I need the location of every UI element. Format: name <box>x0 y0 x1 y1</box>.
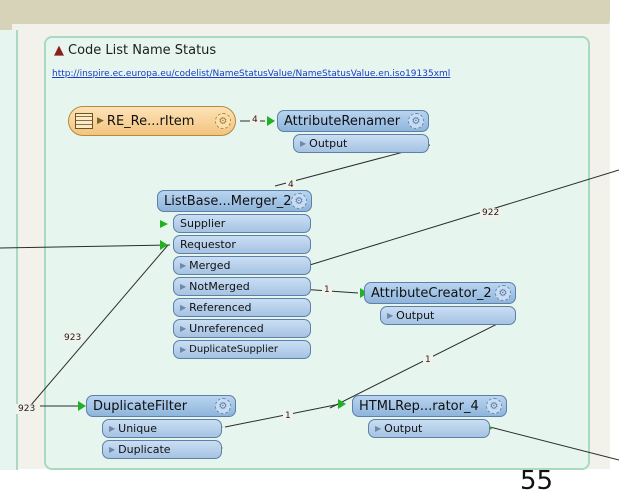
port-label: Merged <box>189 259 231 272</box>
bookmark-icon: ▲ <box>54 42 64 58</box>
port-duplicatesupplier[interactable]: ▶DuplicateSupplier <box>173 340 311 359</box>
link-unique-reporter <box>224 403 341 428</box>
list-merger-label: ListBase...Merger_2 <box>164 193 292 209</box>
attribute-creator-label: AttributeCreator_2 <box>371 285 492 301</box>
link-merged-out <box>299 169 619 269</box>
port-label: Duplicate <box>118 443 171 456</box>
count-label-1b: 1 <box>283 411 293 421</box>
attribute-renamer-label: AttributeRenamer <box>284 113 401 129</box>
port-output[interactable]: ▶ Output <box>368 419 490 438</box>
html-reporter-node[interactable]: HTMLRep...rator_4 ⚙ ▶ Output <box>352 395 507 438</box>
link-left-to-requestor <box>24 244 169 413</box>
list-merger-node[interactable]: ListBase...Merger_2 ⚙ Supplier Requestor… <box>157 190 312 359</box>
port-label: Requestor <box>180 238 236 251</box>
port-label: Supplier <box>180 217 226 230</box>
gear-icon[interactable]: ⚙ <box>291 193 307 209</box>
link-left-feed <box>0 244 171 249</box>
port-label: Output <box>384 422 423 435</box>
expand-arrow-icon: ▶ <box>180 345 187 354</box>
link-reporter-out <box>489 426 619 461</box>
duplicate-filter-node[interactable]: DuplicateFilter ⚙ ▶Unique ▶Duplicate <box>86 395 236 459</box>
expand-arrow-icon: ▶ <box>109 424 116 433</box>
gear-icon[interactable]: ⚙ <box>408 113 424 129</box>
attribute-renamer-node[interactable]: AttributeRenamer ⚙ ▶ Output <box>277 110 429 153</box>
port-label: Output <box>396 309 435 322</box>
gear-icon[interactable]: ⚙ <box>486 398 502 414</box>
table-icon <box>75 113 93 129</box>
port-duplicate[interactable]: ▶Duplicate <box>102 440 222 459</box>
expand-arrow-icon: ▶ <box>180 303 187 312</box>
port-unique[interactable]: ▶Unique <box>102 419 222 438</box>
page-number: 55 <box>520 466 554 496</box>
port-merged[interactable]: ▶Merged <box>173 256 311 275</box>
port-label: NotMerged <box>189 280 250 293</box>
reader-label: RE_Re...rItem <box>106 113 195 129</box>
expand-arrow-icon: ▶ <box>387 311 394 320</box>
reader-header[interactable]: ▶ RE_Re...rItem ⚙ <box>68 106 236 136</box>
expand-arrow-icon: ▶ <box>180 282 187 291</box>
count-label-923b: 923 <box>16 404 38 414</box>
expand-arrow-icon: ▶ <box>109 445 116 454</box>
left-bookmark-edge <box>0 30 18 470</box>
expand-arrow-icon: ▶ <box>375 424 382 433</box>
port-output[interactable]: ▶ Output <box>293 134 429 153</box>
bookmark-header[interactable]: ▲ Code List Name Status <box>46 38 588 62</box>
count-label-4a: 4 <box>250 115 260 125</box>
gear-icon[interactable]: ⚙ <box>215 113 231 129</box>
bookmark-title: Code List Name Status <box>68 42 217 58</box>
html-reporter-label: HTMLRep...rator_4 <box>359 398 479 414</box>
port-unreferenced[interactable]: ▶Unreferenced <box>173 319 311 338</box>
port-label: Referenced <box>189 301 252 314</box>
count-label-4b: 4 <box>286 180 296 190</box>
count-label-1c: 1 <box>423 355 433 365</box>
expand-arrow-icon: ▶ <box>97 116 104 126</box>
port-supplier[interactable]: Supplier <box>173 214 311 233</box>
attribute-renamer-header[interactable]: AttributeRenamer ⚙ <box>277 110 429 132</box>
reader-node[interactable]: ▶ RE_Re...rItem ⚙ <box>68 106 236 136</box>
expand-arrow-icon: ▶ <box>180 324 187 333</box>
html-reporter-header[interactable]: HTMLRep...rator_4 ⚙ <box>352 395 507 417</box>
port-label: Unreferenced <box>189 322 264 335</box>
duplicate-filter-header[interactable]: DuplicateFilter ⚙ <box>86 395 236 417</box>
port-label: Unique <box>118 422 157 435</box>
list-merger-header[interactable]: ListBase...Merger_2 ⚙ <box>157 190 312 212</box>
gear-icon[interactable]: ⚙ <box>215 398 231 414</box>
expand-arrow-icon: ▶ <box>300 139 307 148</box>
attribute-creator-header[interactable]: AttributeCreator_2 ⚙ <box>364 282 516 304</box>
port-referenced[interactable]: ▶Referenced <box>173 298 311 317</box>
count-label-1a: 1 <box>322 285 332 295</box>
count-label-922: 922 <box>480 208 502 218</box>
bookmark-link[interactable]: http://inspire.ec.europa.eu/codelist/Nam… <box>52 69 451 79</box>
link-creator-reporter <box>329 314 516 409</box>
port-label: Output <box>309 137 348 150</box>
gear-icon[interactable]: ⚙ <box>495 285 511 301</box>
port-output[interactable]: ▶ Output <box>380 306 516 325</box>
expand-arrow-icon: ▶ <box>180 261 187 270</box>
duplicate-filter-label: DuplicateFilter <box>93 398 188 414</box>
port-label: DuplicateSupplier <box>189 344 278 355</box>
port-requestor[interactable]: Requestor <box>173 235 311 254</box>
port-notmerged[interactable]: ▶NotMerged <box>173 277 311 296</box>
count-label-923a: 923 <box>62 333 84 343</box>
attribute-creator-node[interactable]: AttributeCreator_2 ⚙ ▶ Output <box>364 282 516 325</box>
